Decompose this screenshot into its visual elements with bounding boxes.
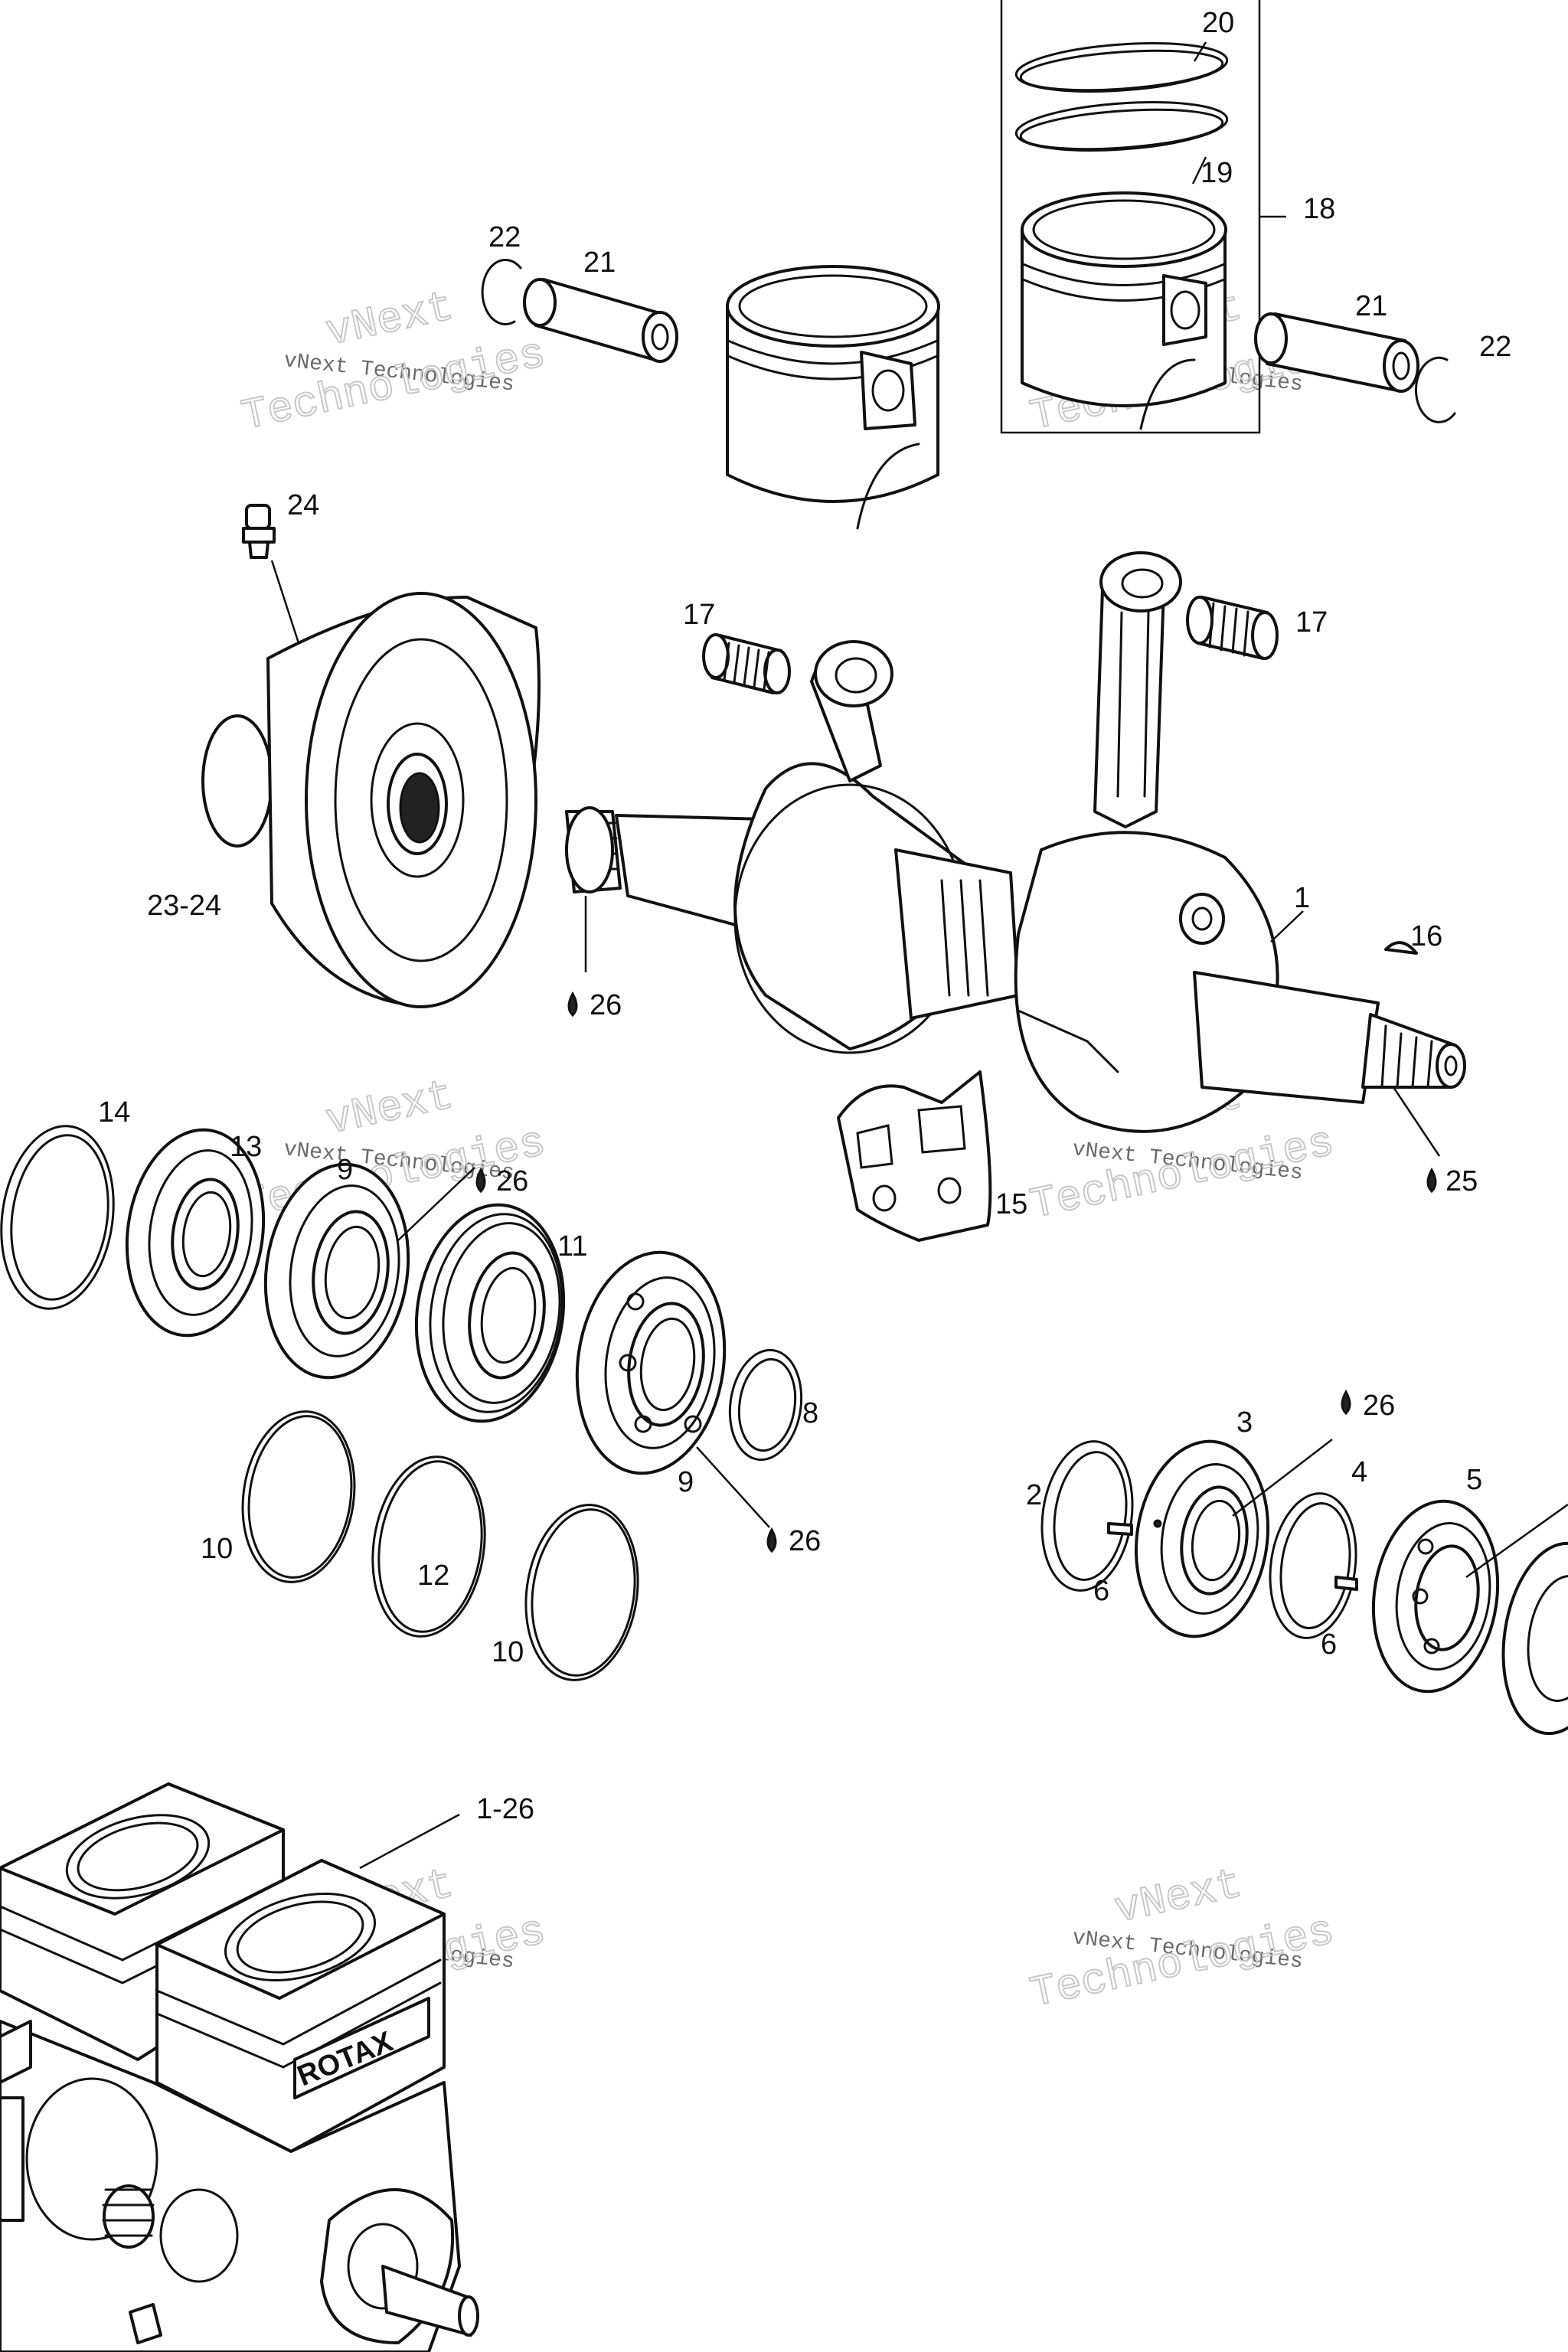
- watermark-bottom-right: vNext vNext Technologies Technologies: [1025, 1859, 1339, 2020]
- callout-1: 1: [1294, 882, 1310, 914]
- shim-ring-8: [728, 1348, 803, 1462]
- dowel-pin-6a: [1107, 1519, 1162, 1536]
- ball-bearing-9a: [263, 1162, 410, 1380]
- dowel-pin-6b: [1334, 1576, 1358, 1591]
- needle-bearing-left: [702, 633, 791, 694]
- o-ring-12: [371, 1455, 486, 1638]
- o-ring-10b: [524, 1504, 639, 1681]
- callout-21-left: 21: [583, 247, 616, 279]
- callout-26-bearing: 26: [496, 1165, 528, 1197]
- oil-drop-icon-26d: [1341, 1389, 1351, 1416]
- piston-kit-box: [1000, 0, 1286, 434]
- callout-13: 13: [230, 1131, 262, 1163]
- circlip-right: [1415, 356, 1456, 423]
- callout-16: 16: [1410, 920, 1442, 952]
- callout-22-right: 22: [1479, 331, 1511, 363]
- svg-text:Technologies: Technologies: [1026, 1906, 1338, 2018]
- circlip-left: [481, 258, 522, 325]
- callout-26-right: 26: [1363, 1390, 1395, 1422]
- oil-drop-icon-25: [1426, 1167, 1437, 1194]
- leader-24: [270, 560, 300, 644]
- svg-text:vNext: vNext: [1110, 1860, 1246, 1935]
- callout-10-left: 10: [201, 1533, 233, 1565]
- piston-right: [1021, 191, 1227, 430]
- piston-ring-upper: [1014, 42, 1229, 93]
- oil-drop-icon-26a: [567, 991, 578, 1018]
- engine-block: ROTAX: [0, 1782, 479, 2352]
- needle-bearing-right: [1186, 596, 1279, 660]
- callout-25: 25: [1446, 1165, 1478, 1197]
- shim-ring-14: [0, 1125, 115, 1310]
- oil-drop-icon-26b: [475, 1167, 486, 1194]
- crankshaft: [565, 762, 1466, 1133]
- watermark-top-left: vNext vNext Technologies Technologies: [237, 282, 550, 443]
- callout-6-left: 6: [1093, 1575, 1109, 1607]
- svg-text:Technologies: Technologies: [1026, 1118, 1338, 1230]
- callout-11: 11: [557, 1230, 587, 1263]
- connecting-rod-right: [1093, 551, 1182, 828]
- callout-17-left: 17: [683, 599, 715, 631]
- callout-2: 2: [1026, 1479, 1042, 1511]
- ball-bearing-5: [1371, 1499, 1500, 1694]
- piston-left: [726, 265, 940, 530]
- callout-14: 14: [98, 1096, 130, 1129]
- piston-ring-lower: [1014, 101, 1229, 152]
- callout-23-24: 23-24: [147, 890, 221, 922]
- callout-21-right: 21: [1355, 290, 1387, 322]
- labyrinth-seal-11: [414, 1203, 566, 1423]
- svg-text:vNext: vNext: [322, 283, 458, 358]
- ball-bearing-9b: [575, 1250, 727, 1475]
- callout-22-left: 22: [488, 221, 521, 253]
- svg-text:vNext: vNext: [322, 1071, 458, 1146]
- callout-24: 24: [287, 489, 319, 521]
- flywheel: [201, 592, 541, 1008]
- callout-18: 18: [1303, 193, 1335, 225]
- woodruff-key: [1384, 941, 1418, 955]
- oil-drop-icon-26c: [766, 1527, 777, 1553]
- callout-26-crank: 26: [590, 989, 622, 1021]
- connecting-rod-left: [810, 640, 893, 782]
- bearing-cage: [837, 1070, 992, 1242]
- callout-17-right: 17: [1295, 606, 1328, 639]
- oil-seal-right-partial: [1501, 1541, 1568, 1736]
- callout-6-right: 6: [1321, 1628, 1337, 1661]
- callout-26-lower: 26: [789, 1525, 821, 1557]
- callout-15: 15: [995, 1188, 1027, 1220]
- callout-9-lower: 9: [678, 1466, 694, 1498]
- callout-5: 5: [1466, 1464, 1482, 1496]
- shim-ring-4: [1269, 1492, 1357, 1639]
- ball-bearing-3: [1134, 1439, 1270, 1638]
- piston-pin-left: [523, 278, 678, 363]
- callout-4: 4: [1351, 1456, 1367, 1488]
- callout-8: 8: [802, 1397, 818, 1429]
- grease-fitting: [242, 504, 276, 559]
- callout-20: 20: [1202, 7, 1234, 39]
- piston-pin-right: [1254, 312, 1419, 393]
- callout-9-upper: 9: [337, 1154, 353, 1186]
- svg-text:Technologies: Technologies: [237, 329, 550, 441]
- callout-19: 19: [1200, 157, 1233, 189]
- callout-12: 12: [417, 1560, 449, 1592]
- leader-lines: [359, 41, 1568, 1870]
- o-ring-10a: [241, 1410, 356, 1583]
- shim-ring-2: [1040, 1440, 1134, 1592]
- callout-3: 3: [1236, 1406, 1253, 1439]
- callout-1-26: 1-26: [476, 1793, 534, 1825]
- callout-10-right: 10: [492, 1636, 524, 1668]
- oil-seal-13: [125, 1128, 266, 1338]
